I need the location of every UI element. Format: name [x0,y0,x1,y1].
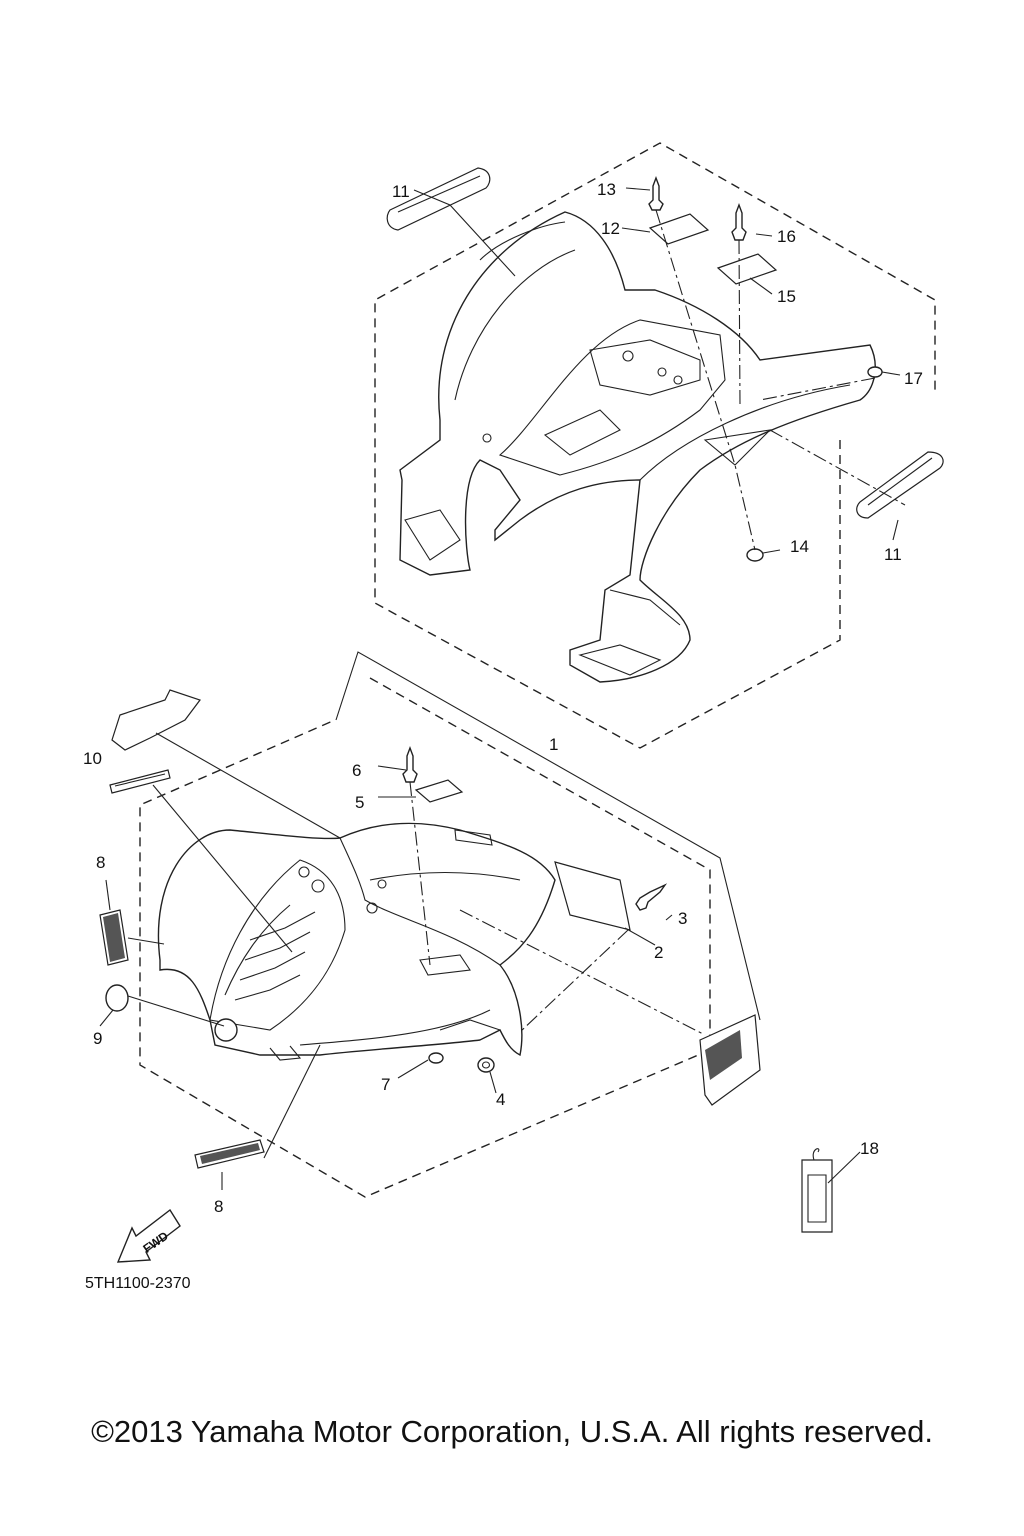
decal-8-bottom [194,1139,265,1169]
callout-12: 12 [601,219,620,238]
rear-fender-group [374,142,944,749]
callout-15: 15 [777,287,796,306]
front-fender-nose [209,859,346,1031]
front-fender-group [99,651,761,1263]
grommet-14 [746,548,764,562]
callout-4: 4 [496,1090,505,1109]
cover-15 [716,253,778,285]
front-group-boundary [139,677,711,1198]
copyright-notice: ©2013 Yamaha Motor Corporation, U.S.A. A… [91,1414,933,1449]
rivet-3 [635,883,668,911]
rivet-6 [402,746,418,783]
callout-13: 13 [597,180,616,199]
callout-5: 5 [355,793,364,812]
grommet-7 [428,1052,444,1064]
callout-14: 14 [790,537,809,556]
tag-18 [801,1148,861,1233]
callout-18: 18 [860,1139,879,1158]
rear-group-boundary [374,142,936,749]
callout-11-right: 11 [884,545,902,564]
callout-8-left: 8 [96,853,105,872]
callout-6: 6 [352,761,361,780]
cover-2 [554,861,631,931]
decal-11-right [856,451,944,519]
decal-10 [109,769,171,794]
callout-8-bottom: 8 [214,1197,223,1216]
callout-11-upper: 11 [392,182,410,201]
callout-2: 2 [654,943,663,962]
decal-1 [699,1014,761,1106]
rivet-16 [731,203,747,241]
callout-10: 10 [83,749,102,768]
grommet-17 [867,366,883,378]
grommet-4 [477,1057,495,1073]
callout-1: 1 [549,735,558,754]
callout-7: 7 [381,1075,390,1094]
decal-top-left [111,689,201,751]
callout-16: 16 [777,227,796,246]
front-fender [157,822,556,1057]
callout-9: 9 [93,1029,102,1048]
fwd-arrow [116,1208,181,1263]
rivet-13 [648,176,664,211]
callout-17: 17 [904,369,923,388]
drawing-code: 5TH1100-2370 [85,1275,191,1292]
decal-11-upper [386,167,491,231]
rear-fender-tray [498,319,726,476]
decal-8-left [99,909,129,966]
cover-5 [414,779,464,803]
rear-fender [399,211,876,683]
callout-3: 3 [678,909,687,928]
emblem-9 [105,984,129,1012]
